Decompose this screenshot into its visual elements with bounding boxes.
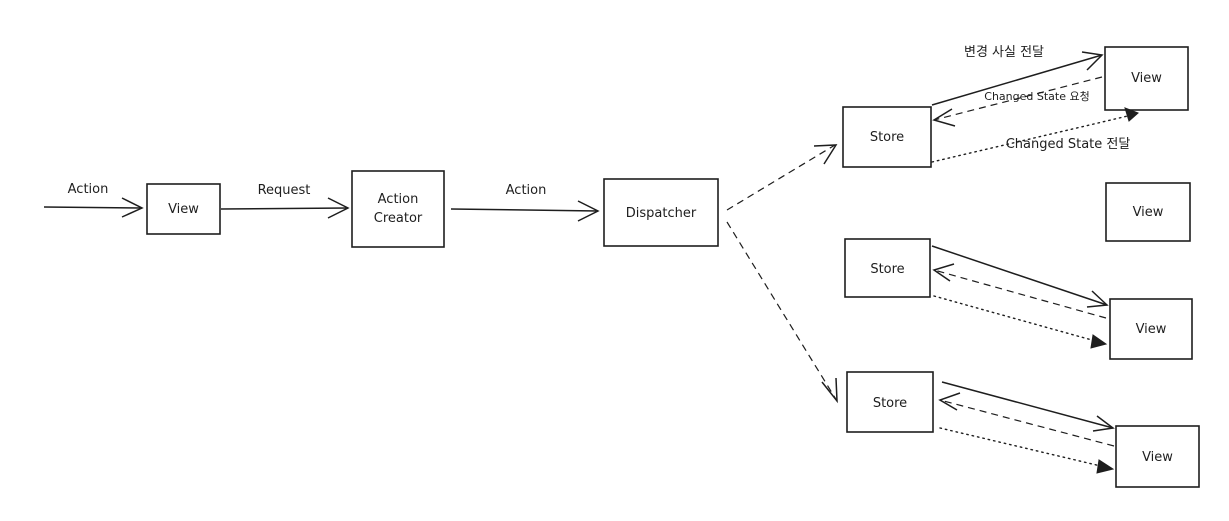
store2-to-view2-delivery-arrow bbox=[933, 295, 1108, 349]
view-standalone-label: View bbox=[1133, 205, 1164, 220]
view2-to-store2-request-arrow bbox=[932, 263, 1107, 319]
view-standalone-node: View bbox=[1105, 182, 1191, 242]
dispatcher-to-store1-arrow bbox=[726, 144, 838, 211]
dispatch-action-label: Action bbox=[506, 183, 547, 198]
view1-label: View bbox=[1131, 71, 1162, 86]
store3-to-view3-delivery-arrow bbox=[939, 427, 1115, 474]
store2-label: Store bbox=[870, 262, 904, 277]
store1-label: Store bbox=[870, 130, 904, 145]
dispatch-action-arrow bbox=[450, 200, 600, 222]
view2-label: View bbox=[1136, 322, 1167, 337]
view-main-label: View bbox=[168, 202, 199, 217]
view1-node: View bbox=[1104, 46, 1189, 111]
change-notice-label: 변경 사실 전달 bbox=[964, 45, 1044, 60]
view1-to-store1-request-arrow bbox=[932, 76, 1103, 127]
changed-state-delivery-label: Changed State 전달 bbox=[1006, 137, 1131, 152]
view2-node: View bbox=[1109, 298, 1193, 360]
store2-to-view2-notice-arrow bbox=[931, 245, 1109, 308]
store3-node: Store bbox=[846, 371, 934, 433]
dispatcher-node: Dispatcher bbox=[603, 178, 719, 247]
changed-state-request-label: Changed State 요청 bbox=[984, 90, 1089, 103]
action-creator-node: Action Creator bbox=[351, 170, 445, 248]
store1-to-view1-delivery-arrow bbox=[931, 107, 1139, 163]
store2-node: Store bbox=[844, 238, 931, 298]
view-main-node: View bbox=[146, 183, 221, 235]
store3-to-view3-notice-arrow bbox=[941, 381, 1115, 432]
store3-label: Store bbox=[873, 396, 907, 411]
action-creator-label-line2: Creator bbox=[374, 211, 423, 226]
store1-node: Store bbox=[842, 106, 932, 168]
request-arrow bbox=[220, 197, 350, 219]
action-creator-label-line1: Action bbox=[378, 192, 419, 207]
view3-to-store3-request-arrow bbox=[938, 392, 1115, 447]
dispatcher-to-store3-arrow bbox=[726, 221, 838, 404]
view3-node: View bbox=[1115, 425, 1200, 488]
view3-label: View bbox=[1142, 450, 1173, 465]
input-action-label: Action bbox=[68, 182, 109, 197]
store1-to-view1-notice-arrow bbox=[931, 51, 1104, 106]
request-label: Request bbox=[258, 183, 311, 198]
dispatcher-label: Dispatcher bbox=[626, 206, 697, 221]
input-action-arrow bbox=[43, 197, 144, 218]
